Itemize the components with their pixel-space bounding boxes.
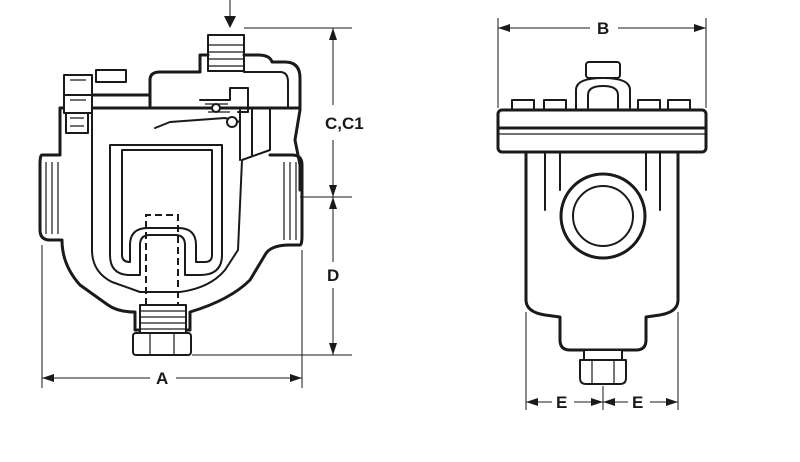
dimension-label-e-left: E	[556, 393, 567, 412]
drain-nut	[579, 349, 627, 385]
dimension-c: C,C1	[244, 27, 364, 198]
valve-mechanism	[154, 87, 249, 129]
dimension-label-a: A	[156, 369, 168, 388]
dimension-label-d: D	[327, 266, 339, 285]
cover-bolt	[63, 69, 127, 134]
dimension-d: D	[192, 197, 352, 356]
section-view: C,C1 D A	[38, 0, 364, 388]
dimension-label-c: C,C1	[325, 114, 364, 133]
inlet-fitting	[207, 34, 245, 72]
standpipe	[145, 214, 179, 305]
inlet-boss	[575, 61, 631, 109]
outlet-port	[559, 172, 647, 260]
front-view: B E E	[496, 18, 708, 412]
outlet-port-right	[283, 162, 297, 240]
outlet-port-left	[45, 162, 59, 234]
cover-flange	[496, 108, 708, 154]
dimension-a: A	[41, 245, 303, 388]
dimension-label-e-right: E	[632, 393, 643, 412]
inlet-arrow	[224, 0, 236, 28]
drain-plug	[132, 304, 192, 356]
dimension-e-right: E	[603, 312, 679, 412]
dimension-b: B	[497, 18, 707, 108]
dimension-label-b: B	[597, 19, 609, 38]
dimension-e-left: E	[525, 312, 604, 412]
